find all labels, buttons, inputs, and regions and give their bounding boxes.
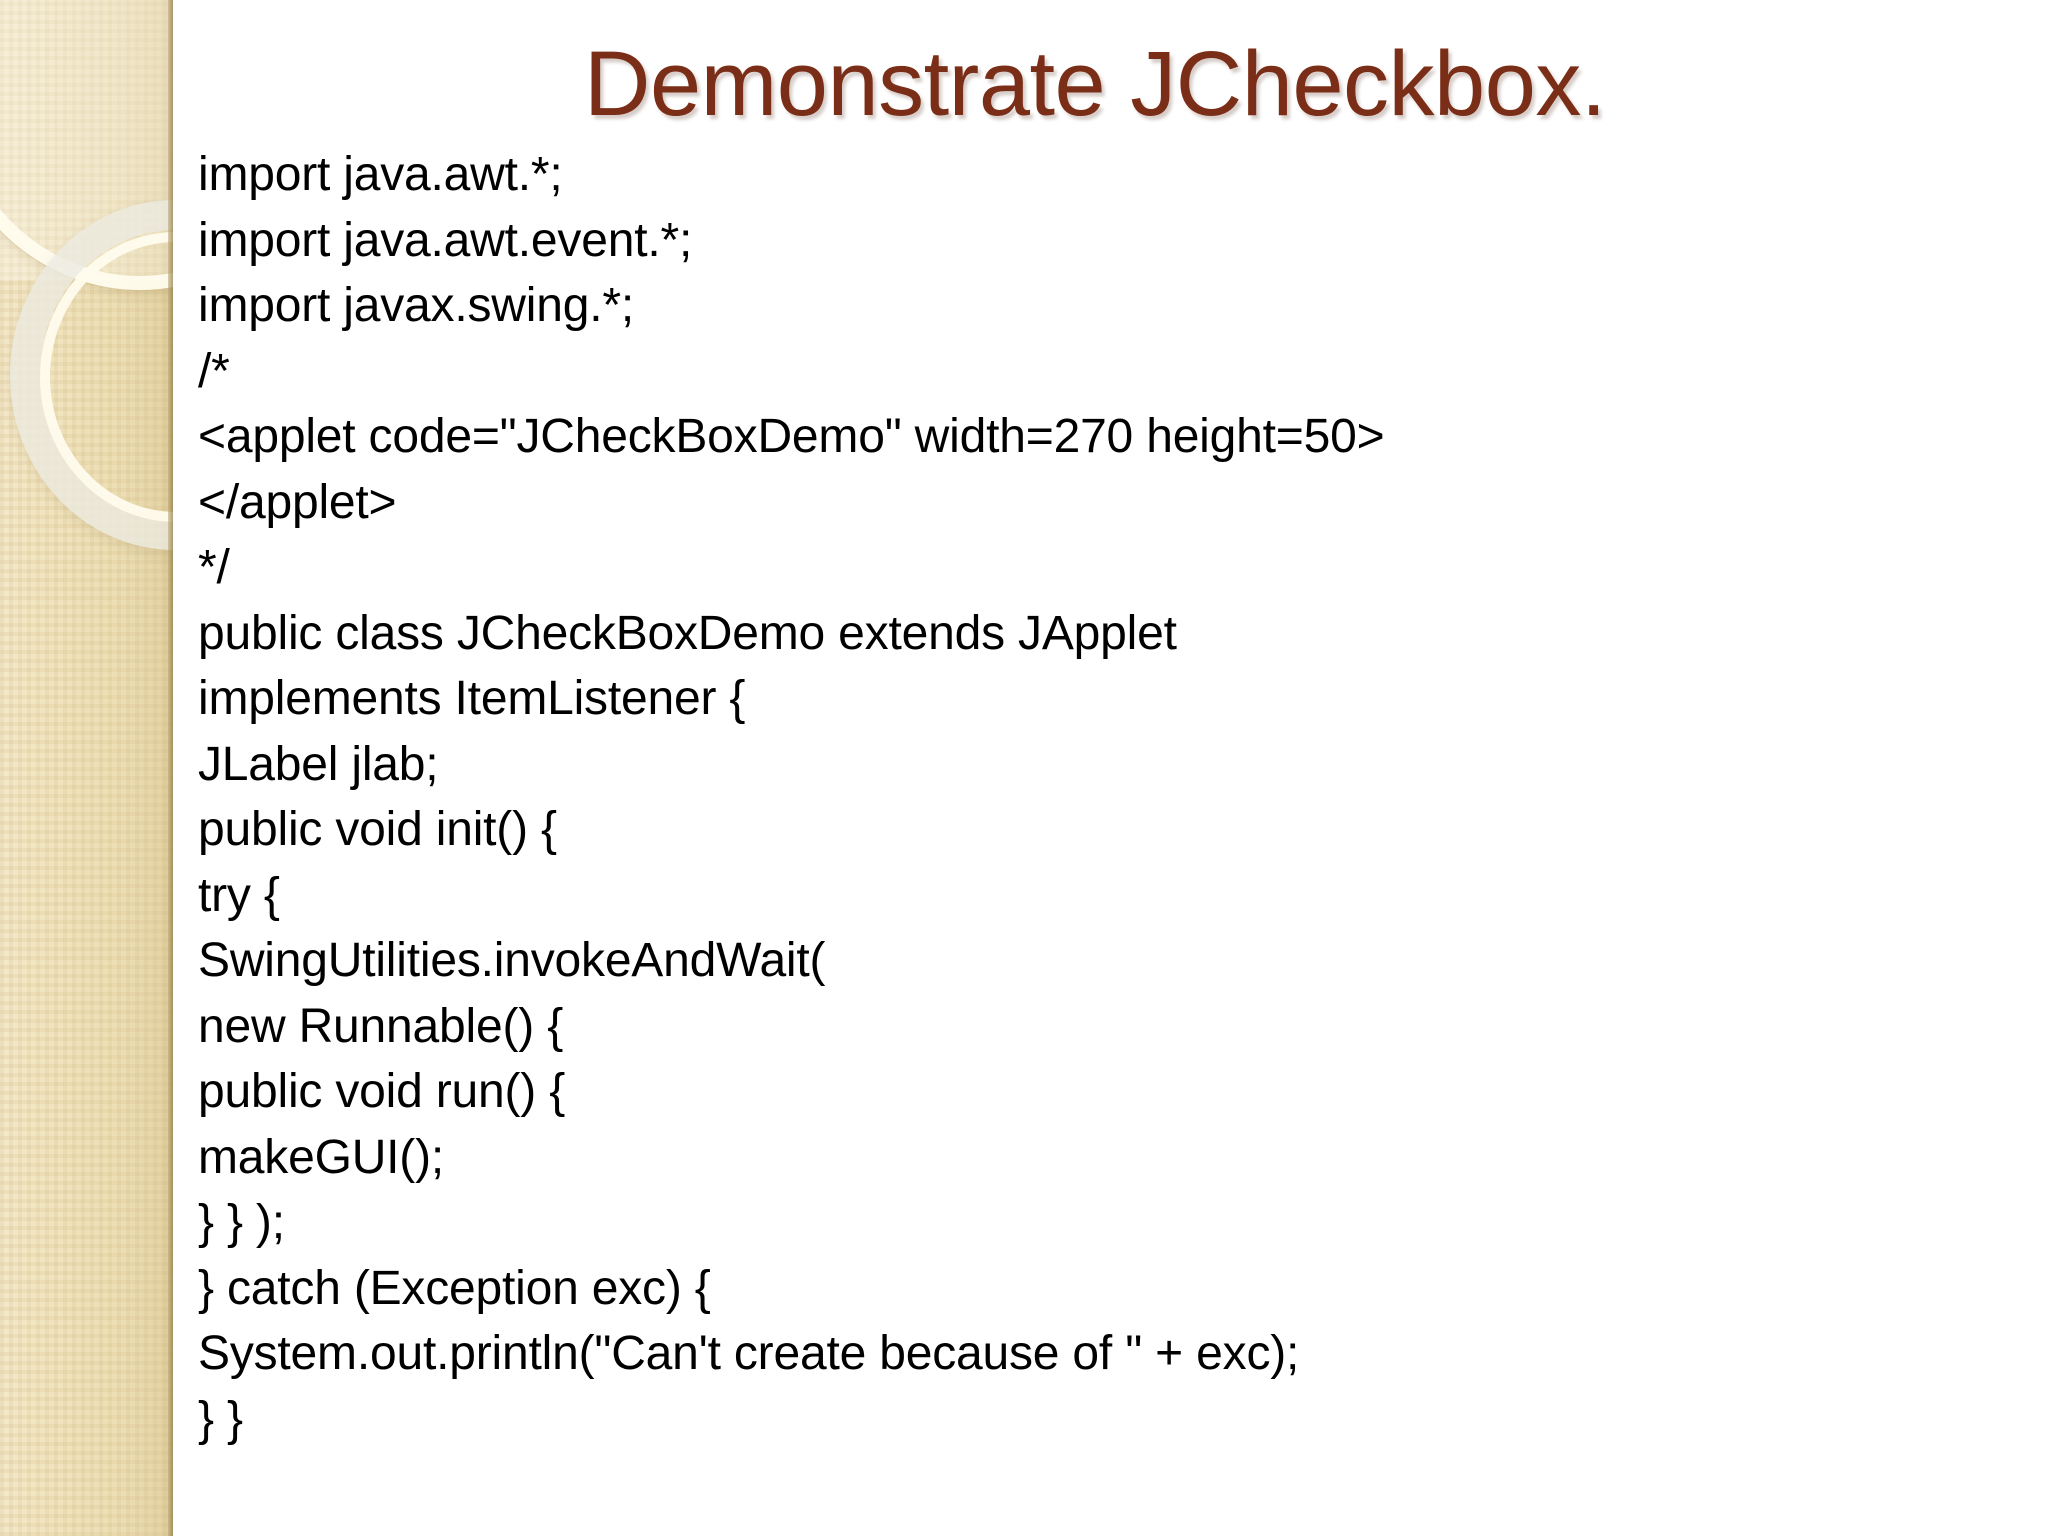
code-line: /* bbox=[198, 344, 230, 398]
code-line: JLabel jlab; bbox=[198, 737, 439, 791]
code-line: System.out.println("Can't create because… bbox=[198, 1327, 1300, 1380]
slide-title: Demonstrate JCheckbox. bbox=[584, 33, 1606, 135]
decorative-sidebar bbox=[0, 0, 173, 1536]
code-line: import java.awt.*; bbox=[198, 148, 563, 201]
code-line: public void run() { bbox=[198, 1065, 566, 1118]
code-line: */ bbox=[198, 541, 230, 594]
code-line: public class JCheckBoxDemo extends JAppl… bbox=[198, 606, 1177, 660]
code-line: import java.awt.event.*; bbox=[198, 213, 693, 267]
code-line: } } bbox=[198, 1392, 243, 1446]
code-line: <applet code="JCheckBoxDemo" width=270 h… bbox=[198, 410, 1385, 463]
code-block: import java.awt.*; import java.awt.event… bbox=[198, 142, 1998, 1452]
sidebar-edge-divider bbox=[168, 0, 173, 1536]
code-line: new Runnable() { bbox=[198, 999, 564, 1053]
code-line: public void init() { bbox=[198, 803, 557, 856]
code-line: SwingUtilities.invokeAndWait( bbox=[198, 934, 826, 987]
code-line: </applet> bbox=[198, 475, 397, 529]
code-line: } catch (Exception exc) { bbox=[198, 1261, 711, 1315]
code-line: implements ItemListener { bbox=[198, 672, 746, 725]
code-line: try { bbox=[198, 868, 280, 922]
code-line: makeGUI(); bbox=[198, 1130, 445, 1184]
code-line: import javax.swing.*; bbox=[198, 279, 634, 332]
code-line: } } ); bbox=[198, 1196, 285, 1249]
